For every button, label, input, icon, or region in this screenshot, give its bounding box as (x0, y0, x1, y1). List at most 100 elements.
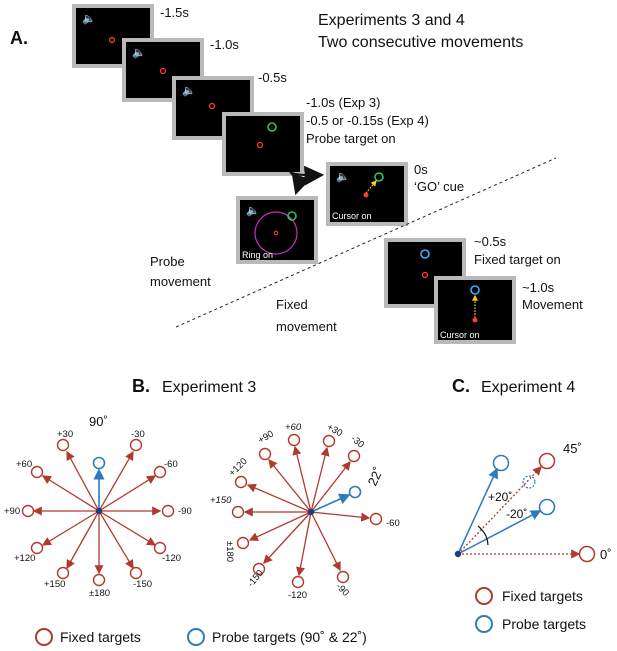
legend-fixed-label: Fixed targets (502, 588, 583, 604)
panel-b: B. Experiment 3 (4, 376, 400, 601)
ring (254, 211, 298, 255)
fixed-target (30, 541, 44, 555)
tick-label: -90 (334, 581, 351, 598)
screen (236, 196, 318, 264)
speaker-icon: 🔈 (246, 205, 260, 217)
probe-target (267, 122, 277, 132)
panel-b-title: Experiment 3 (162, 379, 256, 396)
frame-label-line1: -1.0s (Exp 3) (306, 95, 380, 110)
screen-caption: Ring on (242, 250, 273, 260)
legend-probe-swatch (475, 615, 493, 633)
fixed-target (578, 545, 596, 563)
arrow-minus120 (98, 510, 157, 546)
wheel-right: +60 +90 +30 +120 -30 +150 -60 ±180 -90 -… (210, 422, 400, 601)
arrow-plus120 (41, 510, 100, 546)
frame-time-label: -0.5s (258, 70, 287, 85)
frame-label-line2: ‘GO’ cue (414, 179, 464, 194)
probe-target (287, 211, 297, 221)
fixed-target (369, 512, 383, 526)
arrow-180 (248, 511, 312, 541)
start-position (472, 317, 478, 323)
probe-target (348, 485, 362, 499)
panel-b-letter: B. (132, 376, 150, 396)
panel-a-letter: A. (10, 28, 28, 48)
legend-fixed-swatch (35, 628, 53, 646)
fixed-target (347, 449, 361, 463)
fixed-target (236, 536, 250, 550)
frame-go-cue: 🔈 Cursor on 0s ‘GO’ cue (326, 162, 464, 226)
tick-label: +120 (14, 553, 35, 564)
fixed-target (336, 570, 350, 584)
legend-fixed-swatch (475, 587, 493, 605)
speaker-icon: 🔈 (132, 47, 146, 59)
start-position (273, 230, 279, 236)
arrow-plus30 (310, 446, 330, 513)
start-dot (307, 508, 315, 516)
fixed-target (470, 285, 480, 295)
fixed-target (129, 566, 143, 580)
screen (222, 112, 304, 176)
tick-label: -120 (162, 553, 181, 564)
frame-label-line2: Movement (522, 297, 583, 312)
start-position (159, 67, 167, 75)
panel-a: A. Experiments 3 and 4 Two consecutive m… (10, 4, 583, 344)
fixed-target (56, 438, 70, 452)
fixed-target (538, 452, 556, 470)
panel-c: C. Experiment 4 45˚ 0˚ +20˚ -20˚ Fixed t… (452, 376, 612, 633)
legend-probe-label: Probe targets (502, 616, 586, 632)
probe-target (492, 454, 510, 472)
tick-label: ±180 (224, 541, 235, 562)
tick-label: -30 (349, 433, 367, 450)
legend-probe-label: Probe targets (90˚ & 22˚) (212, 629, 367, 645)
frame-label-line2: -0.5 or -0.15s (Exp 4) (306, 113, 429, 128)
tick-label: ±180 (89, 588, 110, 599)
start-position (256, 141, 264, 149)
angle-label-plus20: +20˚ (488, 490, 512, 504)
frame-label-line2: Fixed target on (474, 252, 561, 267)
angle-label-45: 45˚ (563, 441, 582, 456)
panel-c-title: Experiment 4 (481, 379, 575, 396)
frame-time-label: -1.5s (160, 5, 189, 20)
frame-minus-0.5s: 🔈 -0.5s (172, 70, 287, 140)
fixed-target (30, 465, 44, 479)
tick-label: +30 (57, 429, 73, 440)
cursor-path (365, 180, 377, 194)
tick-label: +120 (227, 456, 250, 479)
arrow-plus120 (246, 483, 312, 513)
tick-label: +60 (16, 459, 32, 470)
start-position (208, 102, 216, 110)
arrow-minus60 (310, 511, 371, 522)
fixed-target (252, 562, 266, 576)
tick-label: +150 (210, 495, 232, 506)
arrow-minus90 (310, 511, 341, 572)
arrow-plus60 (41, 475, 100, 512)
start-dot (454, 550, 462, 558)
legend-probe-swatch (187, 628, 205, 646)
arrow-minus30 (98, 450, 134, 512)
screen (72, 4, 154, 68)
fixed-target (258, 447, 272, 461)
fixed-target (291, 575, 305, 589)
panel-a-title-line2: Two consecutive movements (318, 34, 523, 51)
tick-label: +60 (285, 422, 302, 433)
arrow-plus90 (268, 458, 312, 513)
fixed-target (420, 249, 430, 259)
legend-fixed-label: Fixed targets (60, 629, 141, 645)
start-position (421, 271, 429, 279)
arrow-probe-22 (310, 493, 351, 513)
tick-label: -60 (164, 459, 178, 470)
panel-c-letter: C. (452, 376, 470, 396)
fixed-target (287, 433, 301, 447)
arrow-plus150 (66, 510, 100, 570)
probe-target (522, 475, 536, 489)
probe-movement-label-line2: movement (150, 274, 211, 289)
angle-arc (485, 535, 489, 546)
screen-caption: Cursor on (440, 330, 480, 340)
frame-movement: Cursor on ~1.0s Movement (434, 276, 583, 344)
arrow-minus150 (263, 511, 312, 564)
ring-branch-arrow (289, 171, 311, 196)
arrow-plus60 (292, 445, 312, 513)
fixed-movement-label-line2: movement (276, 319, 337, 334)
tick-label: -90 (178, 506, 192, 517)
